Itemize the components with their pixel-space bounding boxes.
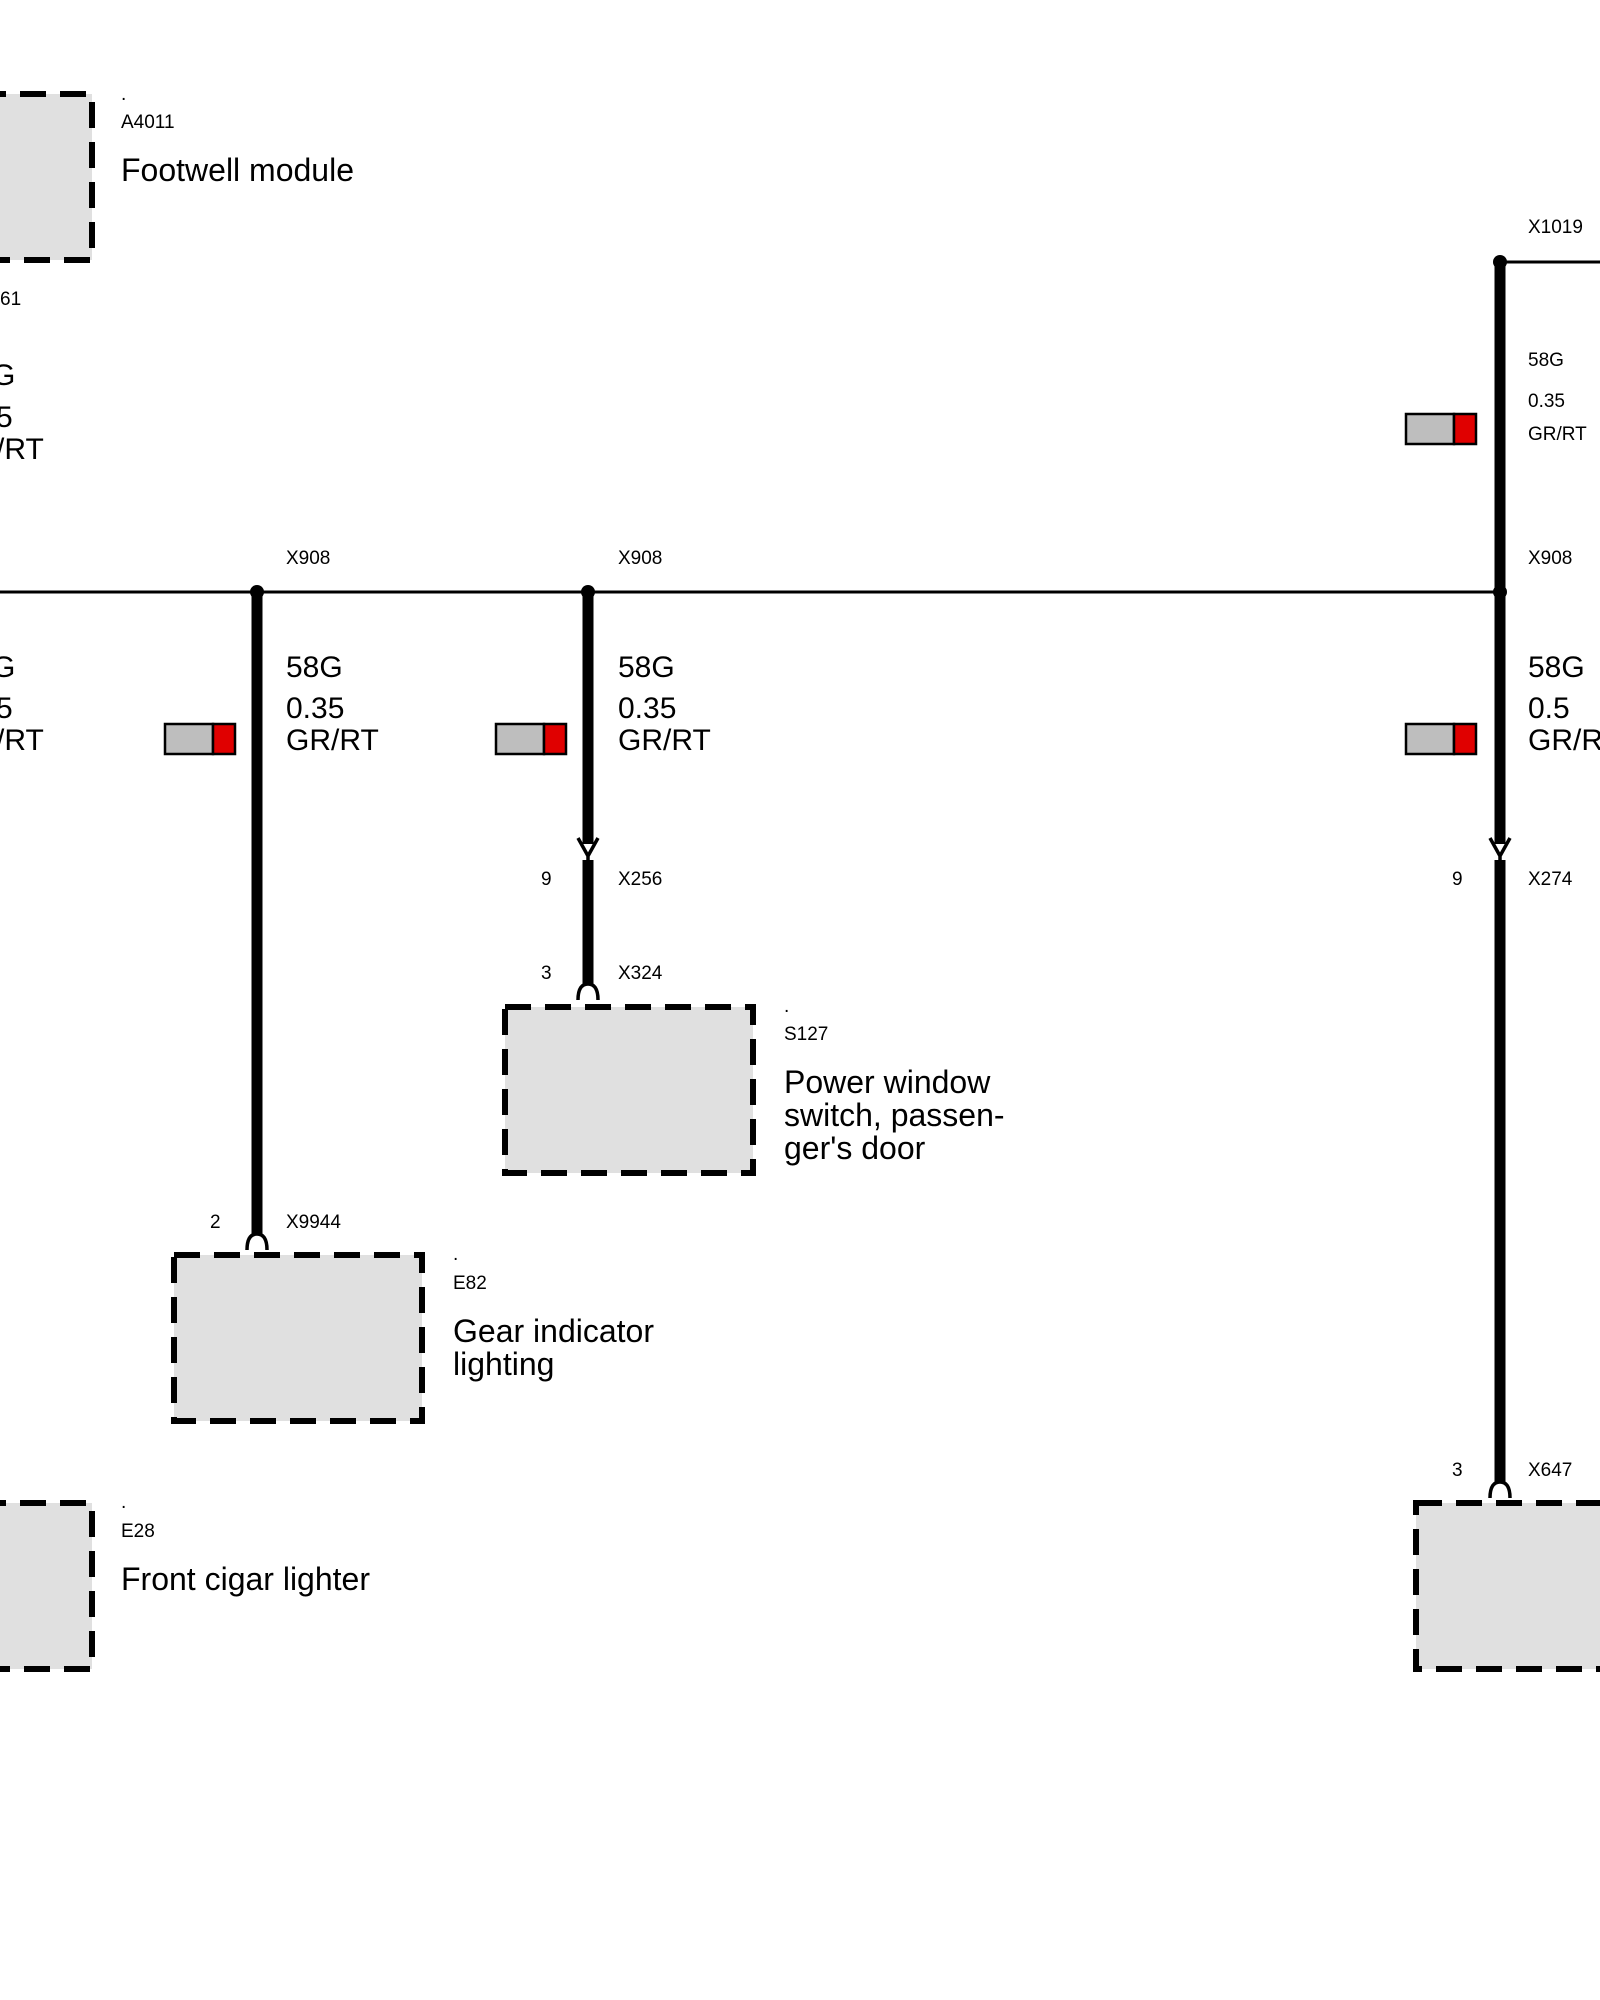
wire-right-branch-signal: 58G [1528, 651, 1585, 684]
wire-mid-left-signal: G [0, 651, 15, 684]
component-box-e28 [0, 1500, 95, 1672]
s127-name-line1: Power window [784, 1064, 991, 1100]
wire-color-swatch-left [163, 722, 237, 756]
x274-pin: 9 [1452, 869, 1463, 890]
wire-left-branch-size: 0.35 [286, 692, 344, 725]
wire-right-top-color: GR/RT [1528, 424, 1587, 445]
s127-name-line2: switch, passen- [784, 1097, 1005, 1133]
x9944-label: X9944 [286, 1212, 341, 1233]
s127-dot: . [784, 996, 789, 1017]
wire-mid-branch-signal: 58G [618, 651, 675, 684]
wire-left-branch-signal: 58G [286, 651, 343, 684]
x908-label-right: X908 [1528, 548, 1572, 569]
splice-x908-mid [581, 585, 595, 599]
connector-x256-symbol [576, 837, 600, 866]
a4011-name: Footwell module [121, 152, 354, 188]
x274-label: X274 [1528, 869, 1573, 890]
x256-pin: 9 [541, 869, 552, 890]
wire-color-swatch-right [1404, 722, 1478, 756]
connector-x324-symbol [576, 982, 600, 1001]
splice-x1019 [1493, 255, 1507, 269]
connector-x9944-symbol [245, 1232, 269, 1251]
wire-top-left-size: 5 [0, 401, 13, 434]
wire-left-branch-color: GR/RT [286, 724, 379, 757]
a4011-id: A4011 [121, 112, 175, 133]
a4011-dot: . [121, 84, 126, 105]
x9944-pin: 2 [210, 1212, 221, 1233]
e82-name-line1: Gear indicator [453, 1313, 654, 1349]
splice-x908-left [250, 585, 264, 599]
x908-label-left: X908 [286, 548, 330, 569]
x908-label-mid: X908 [618, 548, 662, 569]
wire-top-left-signal: G [0, 359, 15, 392]
wire-right-branch-size: 0.5 [1528, 692, 1570, 725]
splice-x908-right [1493, 585, 1507, 599]
wire-top-left-color: /RT [0, 433, 44, 466]
a4011-pin-partial: 61 [0, 289, 21, 310]
wire-mid-left-size: 5 [0, 692, 13, 725]
connector-x647-symbol [1488, 1480, 1512, 1499]
e28-dot: . [121, 1492, 126, 1513]
x1019-label: X1019 [1528, 217, 1583, 238]
wire-mid-branch-color: GR/RT [618, 724, 711, 757]
component-box-a4011 [0, 91, 95, 263]
x256-label: X256 [618, 869, 662, 890]
x647-pin: 3 [1452, 1460, 1463, 1481]
wire-color-swatch-right-top [1404, 412, 1478, 446]
e28-id: E28 [121, 1521, 155, 1542]
wire-right-top-size: 0.35 [1528, 391, 1565, 412]
e82-id: E82 [453, 1273, 487, 1294]
connector-x274-symbol [1488, 837, 1512, 866]
component-box-x647 [1413, 1500, 1600, 1672]
x647-label: X647 [1528, 1460, 1572, 1481]
x324-pin: 3 [541, 963, 552, 984]
e82-dot: . [453, 1244, 458, 1265]
wire-mid-left-color: /RT [0, 724, 44, 757]
wire-mid-branch-size: 0.35 [618, 692, 676, 725]
e28-name: Front cigar lighter [121, 1561, 370, 1597]
wire-right-branch-color: GR/R [1528, 724, 1600, 757]
wire-right-top-signal: 58G [1528, 350, 1564, 371]
wire-color-swatch-mid [494, 722, 568, 756]
component-box-s127 [502, 1004, 756, 1176]
x324-label: X324 [618, 963, 663, 984]
s127-name-line3: ger's door [784, 1130, 926, 1166]
s127-id: S127 [784, 1024, 828, 1045]
component-box-e82 [171, 1252, 425, 1424]
e82-name-line2: lighting [453, 1346, 554, 1382]
